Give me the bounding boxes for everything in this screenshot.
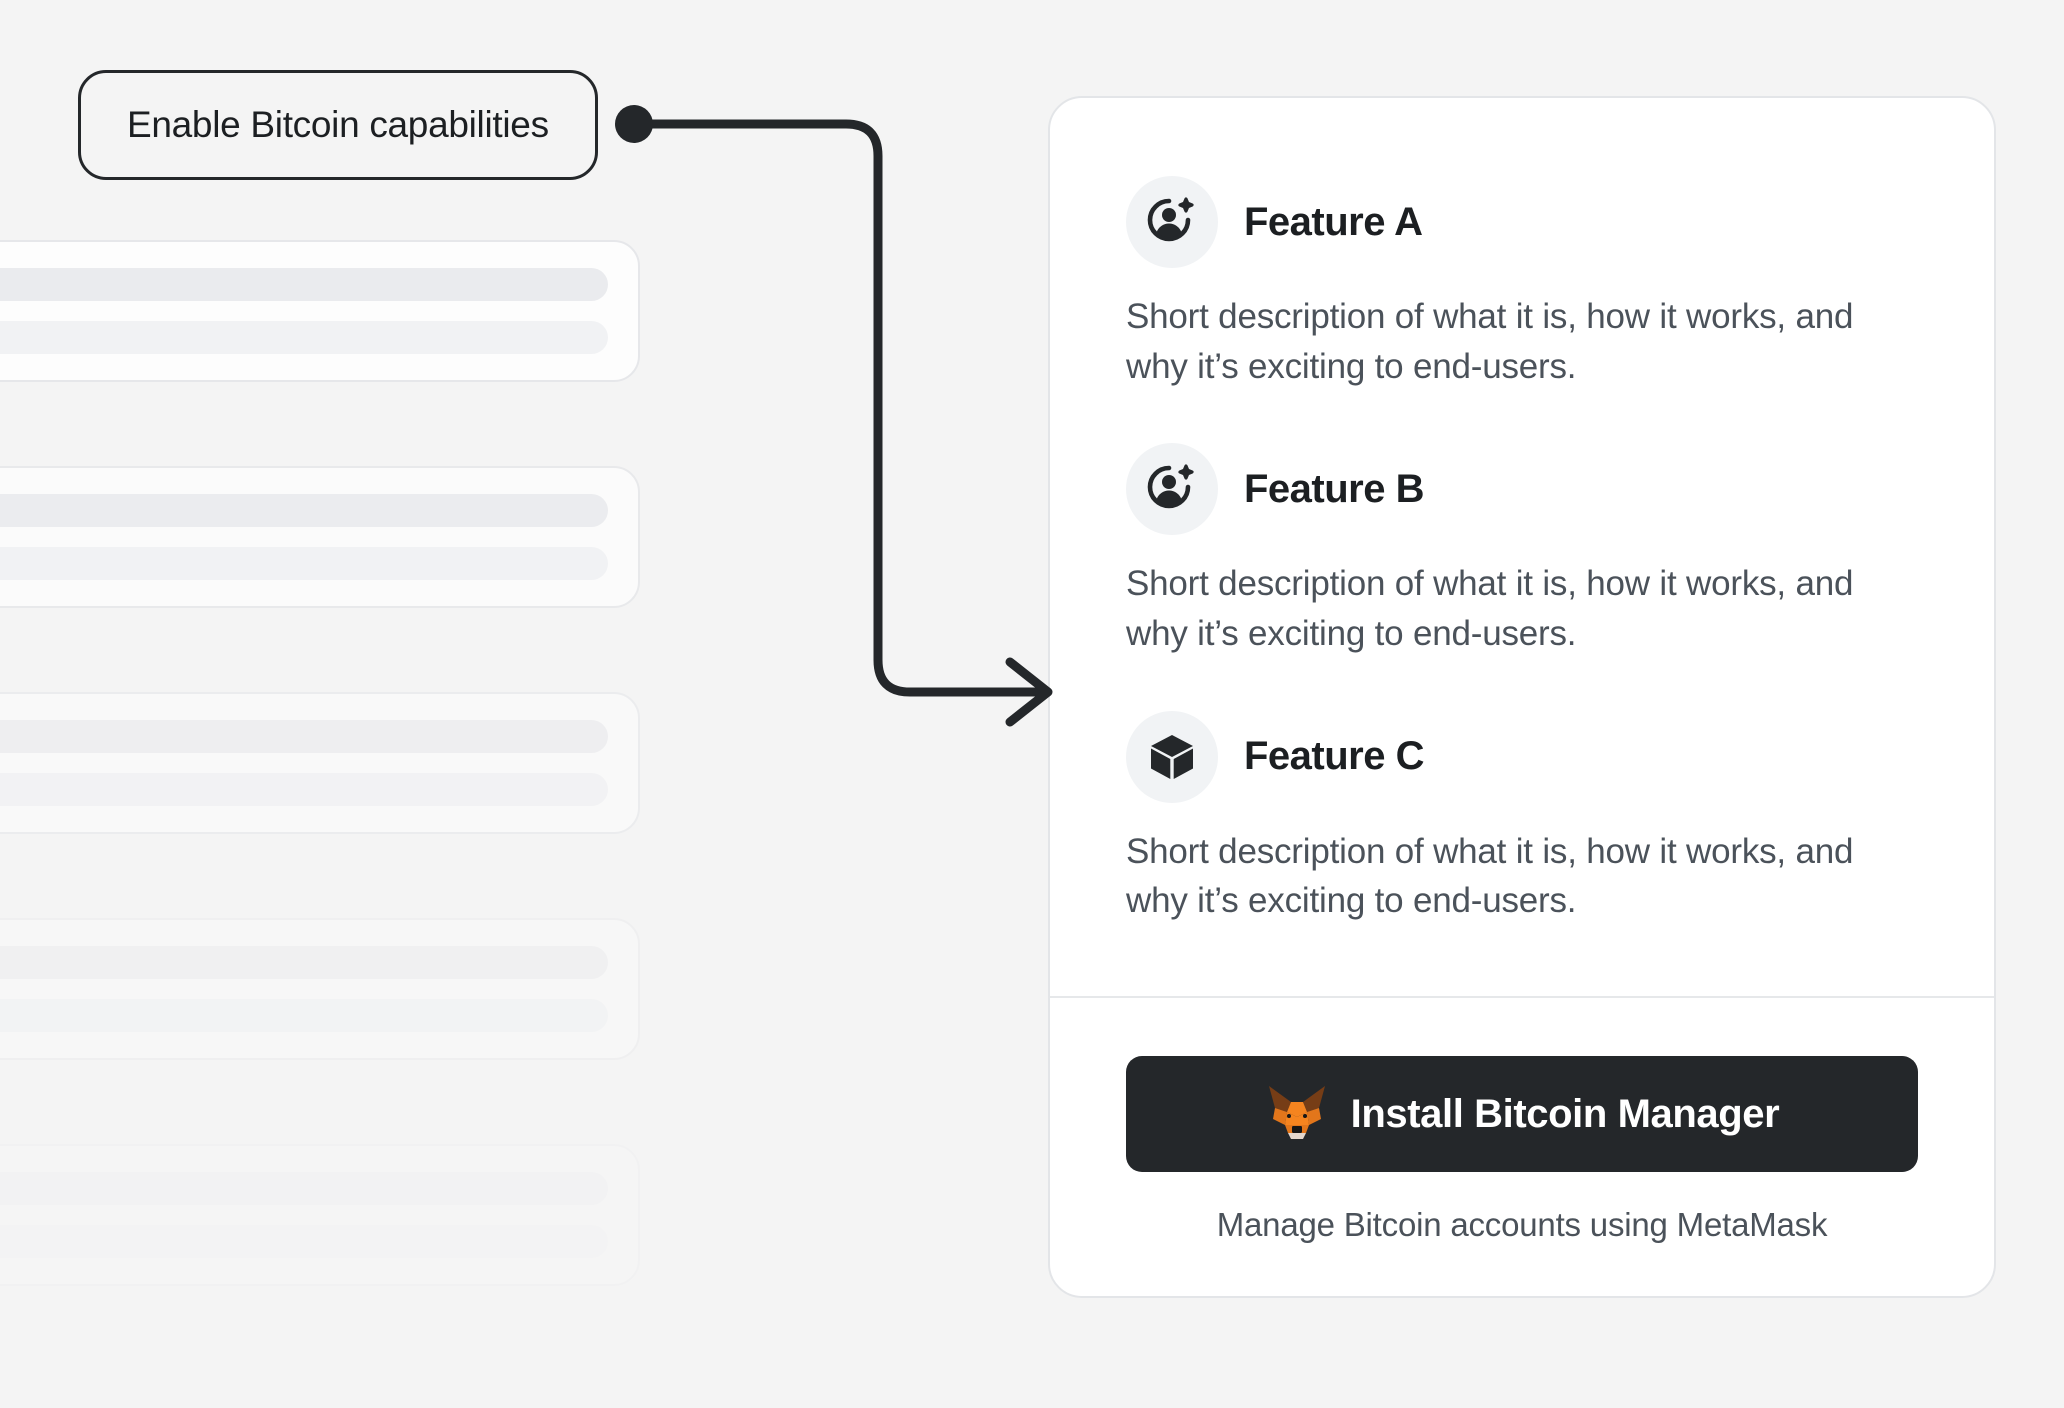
cube-icon — [1126, 710, 1218, 803]
skeleton-bar — [0, 773, 608, 806]
feature-title: Feature C — [1244, 734, 1425, 779]
feature-block-b: Feature B Short description of what it i… — [1126, 443, 1920, 658]
feature-card: Feature A Short description of what it i… — [1048, 96, 1996, 1298]
card-footer: Install Bitcoin Manager Manage Bitcoin a… — [1050, 998, 1994, 1296]
connector-arrowhead-icon — [1005, 657, 1053, 727]
feature-description: Short description of what it is, how it … — [1126, 831, 1854, 921]
feature-description: Short description of what it is, how it … — [1126, 297, 1854, 386]
user-add-icon — [1126, 176, 1218, 268]
feature-title: Feature B — [1244, 466, 1425, 511]
feature-header: Feature A — [1126, 176, 1920, 268]
skeleton-bar — [0, 268, 608, 301]
skeleton-bar — [0, 321, 608, 354]
skeleton-card — [0, 918, 640, 1060]
feature-header: Feature B — [1126, 443, 1920, 536]
feature-header: Feature C — [1126, 710, 1920, 803]
feature-block-a: Feature A Short description of what it i… — [1126, 176, 1920, 391]
skeleton-card — [0, 466, 640, 608]
user-add-icon — [1126, 443, 1218, 536]
install-caption: Manage Bitcoin accounts using MetaMask — [1216, 1206, 1828, 1243]
skeleton-placeholder-column — [0, 240, 640, 1370]
card-divider — [1050, 996, 1994, 998]
skeleton-bar — [0, 720, 608, 753]
metamask-fox-icon — [1265, 1083, 1329, 1146]
skeleton-card — [0, 692, 640, 834]
skeleton-bar — [0, 494, 608, 527]
skeleton-bar — [0, 547, 608, 580]
skeleton-bar — [0, 999, 608, 1032]
callout-label: Enable Bitcoin capabilities — [127, 104, 549, 145]
skeleton-bar — [0, 1172, 608, 1205]
skeleton-card — [0, 240, 640, 382]
feature-list: Feature A Short description of what it i… — [1050, 98, 1994, 958]
skeleton-bar — [0, 946, 608, 979]
skeleton-card — [0, 1144, 640, 1286]
install-button-label: Install Bitcoin Manager — [1350, 1091, 1780, 1136]
feature-title: Feature A — [1244, 199, 1423, 244]
connector-dot-icon — [615, 105, 653, 143]
callout-pill: Enable Bitcoin capabilities — [78, 70, 598, 180]
connector-path — [629, 119, 1045, 697]
install-bitcoin-manager-button[interactable]: Install Bitcoin Manager — [1126, 1056, 1918, 1172]
feature-block-c: Feature C Short description of what it i… — [1126, 710, 1920, 926]
feature-description: Short description of what it is, how it … — [1126, 564, 1854, 654]
skeleton-bar — [0, 1225, 608, 1258]
